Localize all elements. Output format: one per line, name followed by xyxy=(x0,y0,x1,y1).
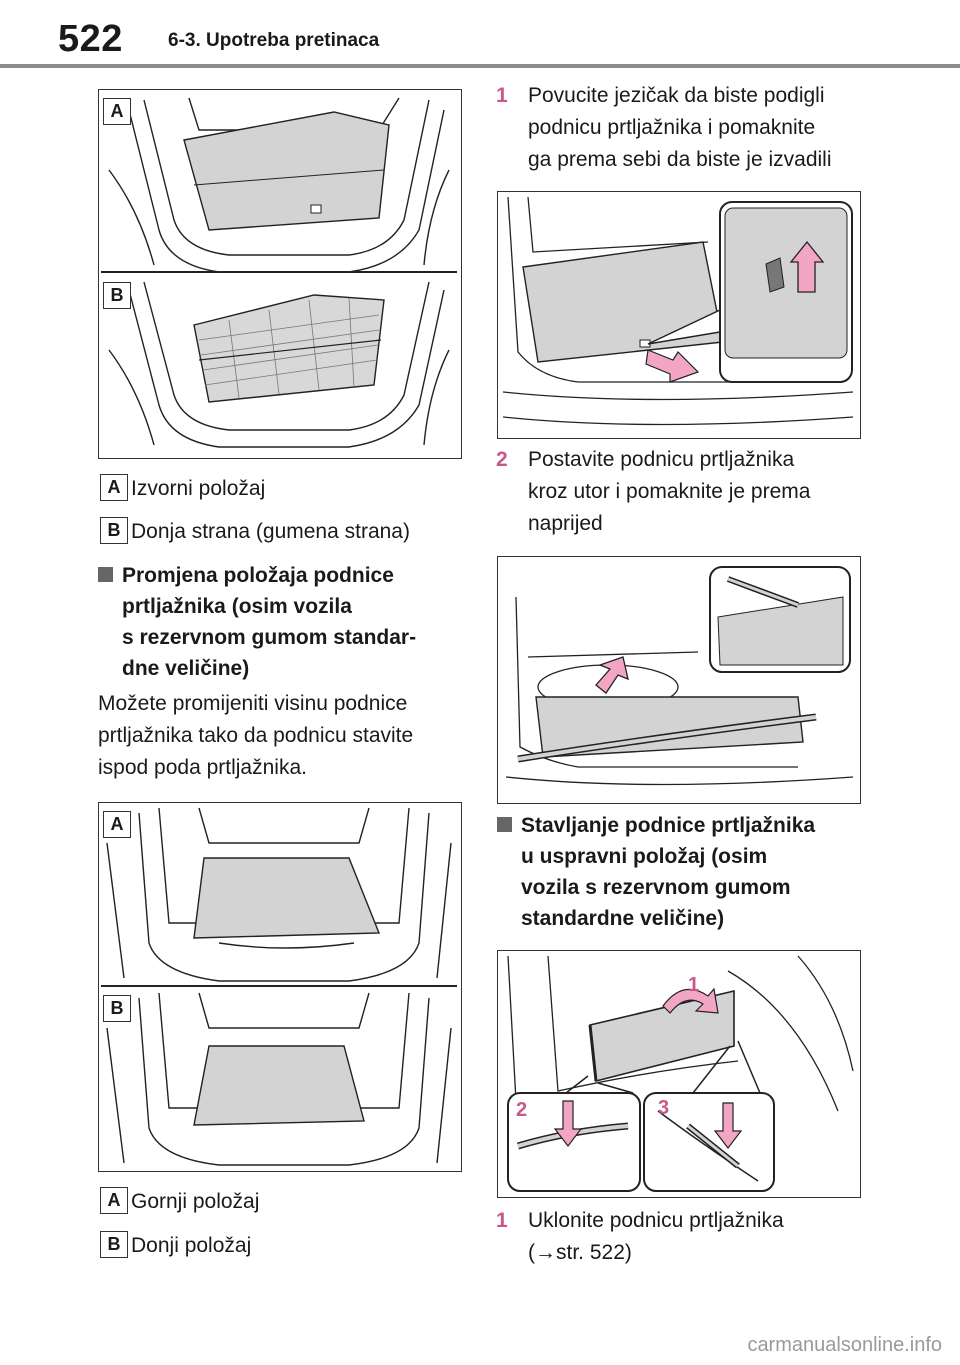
figure-pull-tab xyxy=(497,191,861,439)
section1-body: Možete promijeniti visinu podnice prtlja… xyxy=(98,688,413,784)
step-number: 1 xyxy=(496,84,508,107)
callout-number-3: 3 xyxy=(658,1097,670,1119)
page-header: 522 6-3. Upotreba pretinaca xyxy=(0,0,960,70)
figure-slide-board-forward xyxy=(497,556,861,804)
heading-line: standardne veličine) xyxy=(521,907,725,930)
body-line: Možete promijeniti visinu podnice xyxy=(98,692,408,715)
step-line: Povucite jezičak da biste podigli xyxy=(528,84,825,107)
figure-deck-board-heights: A B xyxy=(98,802,462,1172)
step-line: Uklonite podnicu prtljažnika xyxy=(528,1209,784,1232)
heading-line: Promjena položaja podnice xyxy=(122,564,394,587)
caption-text: Donja strana (gumena strana) xyxy=(131,520,410,543)
heading-line: Stavljanje podnice prtljažnika xyxy=(521,814,816,837)
step-line: ga prema sebi da biste je izvadili xyxy=(528,148,832,171)
caption-badge-b: B xyxy=(100,1231,128,1258)
deck-board-sides-illustration xyxy=(101,97,457,448)
caption-badge-a: A xyxy=(100,474,128,501)
callout-number-1: 1 xyxy=(688,974,700,996)
header-rule xyxy=(0,64,960,68)
heading-line: s rezervnom gumom standar- xyxy=(122,626,417,649)
heading-line: vozila s rezervnom gumom xyxy=(521,876,791,899)
upright-board-illustration xyxy=(507,955,854,1192)
step-line: naprijed xyxy=(528,512,603,535)
heading-line: dne veličine) xyxy=(122,657,250,680)
caption-text: Izvorni položaj xyxy=(131,477,266,500)
figure1-label-a: A xyxy=(103,98,131,125)
step-line: kroz utor i pomaknite je prema xyxy=(528,480,811,503)
step-number: 2 xyxy=(496,448,508,471)
step-line: podnicu prtljažnika i pomaknite xyxy=(528,116,816,139)
figure1-label-b: B xyxy=(103,282,131,309)
heading-line: u uspravni položaj (osim xyxy=(521,845,768,868)
heading-bullet-square xyxy=(497,817,512,832)
page-reference-link[interactable]: (→str. 522) xyxy=(528,1241,632,1264)
pull-tab-illustration xyxy=(502,196,854,426)
figure2-label-b: B xyxy=(103,995,131,1022)
body-line: ispod poda prtljažnika. xyxy=(98,756,307,779)
deck-board-heights-illustration xyxy=(101,807,457,1166)
figure2-label-a: A xyxy=(103,811,131,838)
caption-badge-b: B xyxy=(100,517,128,544)
watermark: carmanualsonline.info xyxy=(747,1334,942,1356)
step-line: Postavite podnicu prtljažnika xyxy=(528,448,795,471)
heading-line: prtljažnika (osim vozila xyxy=(122,595,352,618)
slide-board-illustration xyxy=(505,566,854,786)
step-number: 1 xyxy=(496,1209,508,1232)
body-line: prtljažnika tako da podnicu stavite xyxy=(98,724,414,747)
page-number: 522 xyxy=(58,18,123,60)
heading-bullet-square xyxy=(98,567,113,582)
figure-deck-board-sides: A B xyxy=(98,89,462,459)
caption-text: Donji položaj xyxy=(131,1234,252,1257)
section-title: 6-3. Upotreba pretinaca xyxy=(168,30,380,51)
caption-badge-a: A xyxy=(100,1187,128,1214)
figure-upright-board: 1 2 3 xyxy=(497,950,861,1198)
caption-text: Gornji položaj xyxy=(131,1190,260,1213)
callout-number-2: 2 xyxy=(516,1099,528,1121)
